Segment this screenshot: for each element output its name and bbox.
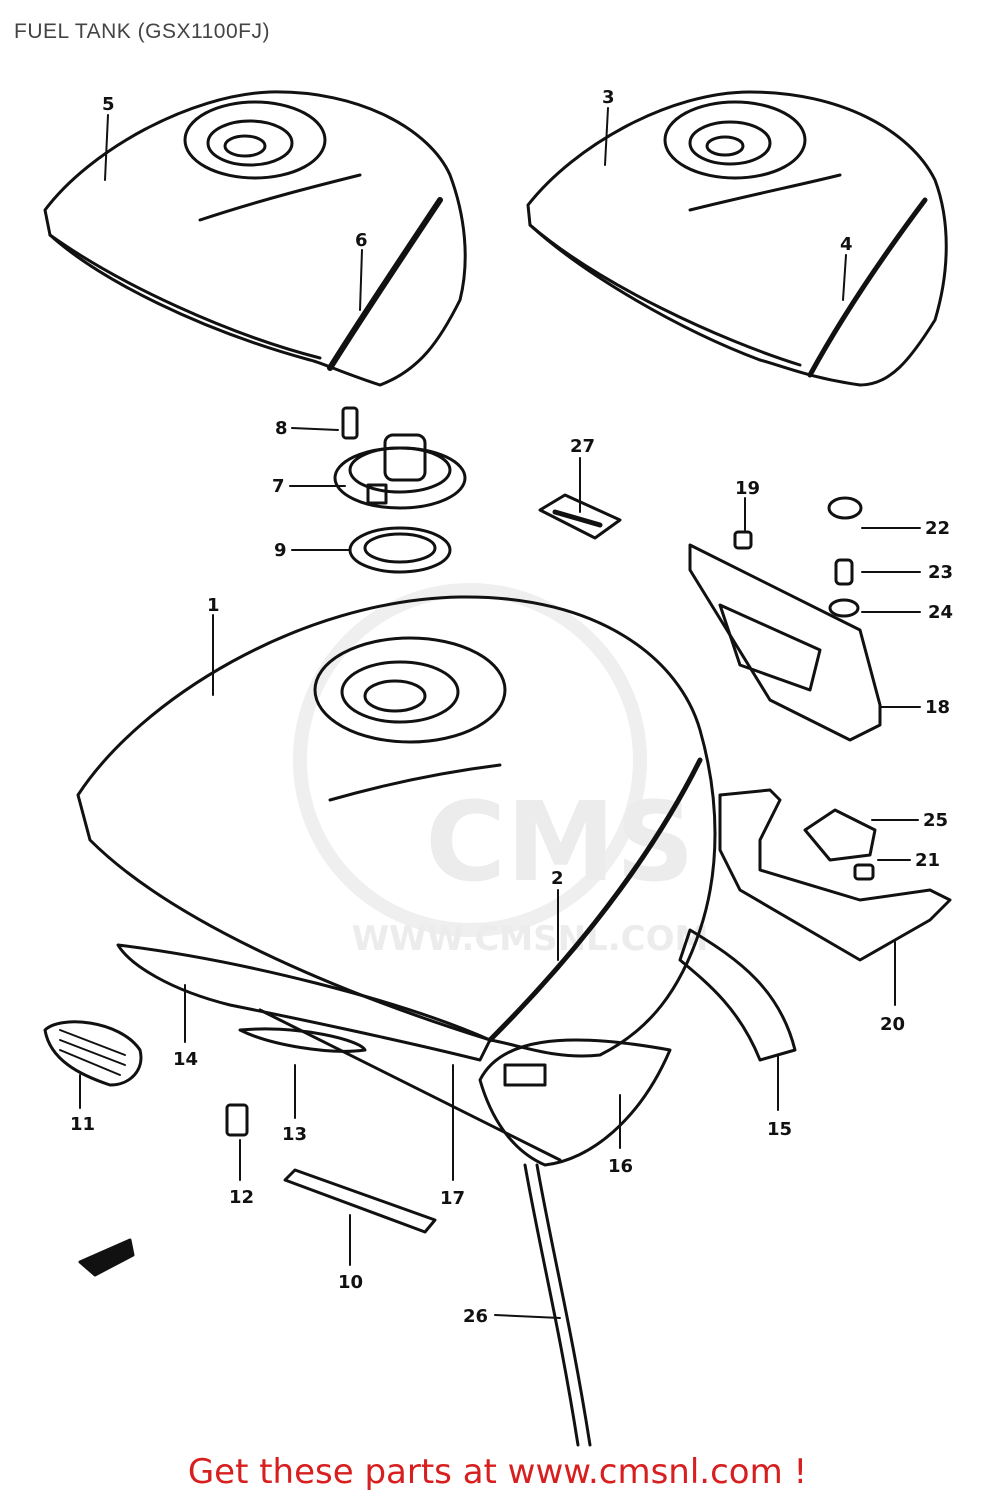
cap-gasket-part bbox=[348, 526, 452, 574]
callout-19: 19 bbox=[735, 478, 760, 499]
fuel-tank-main-part bbox=[76, 595, 717, 1058]
callout-22: 22 bbox=[925, 518, 950, 539]
callout-16: 16 bbox=[608, 1156, 633, 1177]
callout-8: 8 bbox=[275, 418, 288, 439]
leader-lines bbox=[79, 107, 921, 1319]
emblem-27-part bbox=[538, 493, 622, 540]
mount-hardware-part bbox=[827, 496, 863, 618]
side-panel-part bbox=[116, 943, 562, 1162]
fuel-cap-part bbox=[333, 406, 467, 510]
callout-7: 7 bbox=[272, 476, 285, 497]
panel-13-part bbox=[238, 1027, 367, 1053]
bracket-20-part bbox=[718, 788, 952, 962]
callout-13: 13 bbox=[282, 1124, 307, 1145]
callout-11: 11 bbox=[70, 1114, 95, 1135]
side-cover-15-part bbox=[678, 928, 797, 1062]
callout-3: 3 bbox=[602, 87, 615, 108]
callout-18: 18 bbox=[925, 697, 950, 718]
callout-14: 14 bbox=[173, 1049, 198, 1070]
front-arrow-icon bbox=[78, 1238, 135, 1277]
callout-26: 26 bbox=[463, 1306, 488, 1327]
callout-2: 2 bbox=[551, 868, 564, 889]
tank-cover-right-part bbox=[526, 90, 948, 387]
callout-4: 4 bbox=[840, 234, 853, 255]
callout-24: 24 bbox=[928, 602, 953, 623]
cover-16-part bbox=[478, 1038, 672, 1167]
callout-25: 25 bbox=[923, 810, 948, 831]
callout-10: 10 bbox=[338, 1272, 363, 1293]
callout-6: 6 bbox=[355, 230, 368, 251]
screw-21-part bbox=[853, 863, 875, 881]
breather-tube-part bbox=[523, 1163, 592, 1447]
diagram-title: FUEL TANK (GSX1100FJ) bbox=[14, 20, 270, 43]
cushion-part bbox=[225, 1103, 249, 1137]
watermark-brand: CMS bbox=[425, 778, 694, 906]
callout-27: 27 bbox=[570, 436, 595, 457]
callout-17: 17 bbox=[440, 1188, 465, 1209]
callout-21: 21 bbox=[915, 850, 940, 871]
watermark-url: WWW.CMSNL.COM bbox=[352, 919, 709, 959]
callout-9: 9 bbox=[274, 540, 287, 561]
trim-strip-part bbox=[283, 1168, 437, 1234]
callout-15: 15 bbox=[767, 1119, 792, 1140]
get-parts-link[interactable]: Get these parts at www.cmsnl.com ! bbox=[187, 1452, 808, 1492]
cms-watermark: CMS WWW.CMSNL.COM bbox=[293, 583, 709, 959]
callout-labels: 5 6 3 4 8 7 9 1 27 19 22 23 24 18 25 21 … bbox=[70, 87, 953, 1327]
bracket-18-part bbox=[688, 543, 882, 742]
tank-cover-left-part bbox=[43, 90, 467, 387]
callout-5: 5 bbox=[102, 94, 115, 115]
callout-12: 12 bbox=[229, 1187, 254, 1208]
callout-23: 23 bbox=[928, 562, 953, 583]
callout-20: 20 bbox=[880, 1014, 905, 1035]
screw-19-part bbox=[733, 530, 753, 550]
damper-25-part bbox=[803, 808, 877, 862]
rubber-pad-part bbox=[43, 1020, 143, 1087]
callout-1: 1 bbox=[207, 595, 220, 616]
